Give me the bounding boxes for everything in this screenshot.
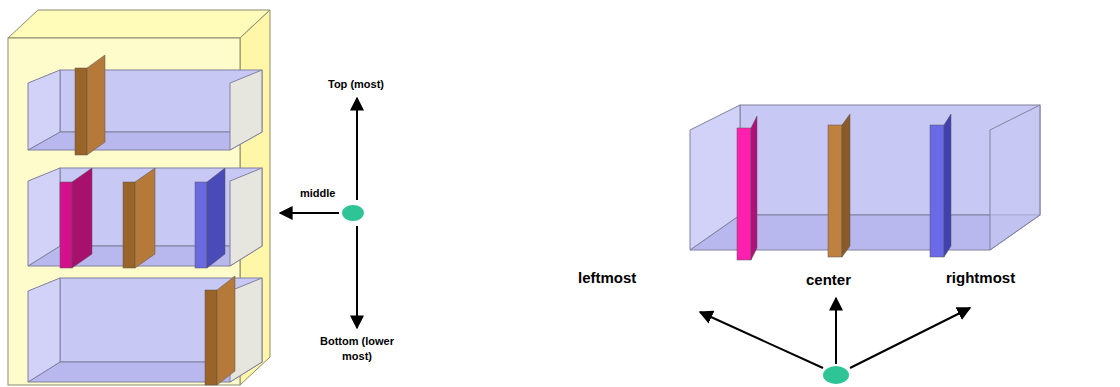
- position-label: Top (most): [328, 77, 384, 92]
- position-label: leftmost: [578, 268, 636, 288]
- position-label: middle: [300, 186, 335, 201]
- bookcase: [8, 10, 270, 385]
- shelf-books: [737, 114, 951, 260]
- viewer-dot: [342, 205, 364, 221]
- position-label: rightmost: [946, 268, 1015, 288]
- books: [60, 55, 235, 385]
- viewer-dot: [823, 366, 849, 384]
- position-label: center: [806, 270, 851, 290]
- position-label: Bottom (lower most): [317, 334, 397, 364]
